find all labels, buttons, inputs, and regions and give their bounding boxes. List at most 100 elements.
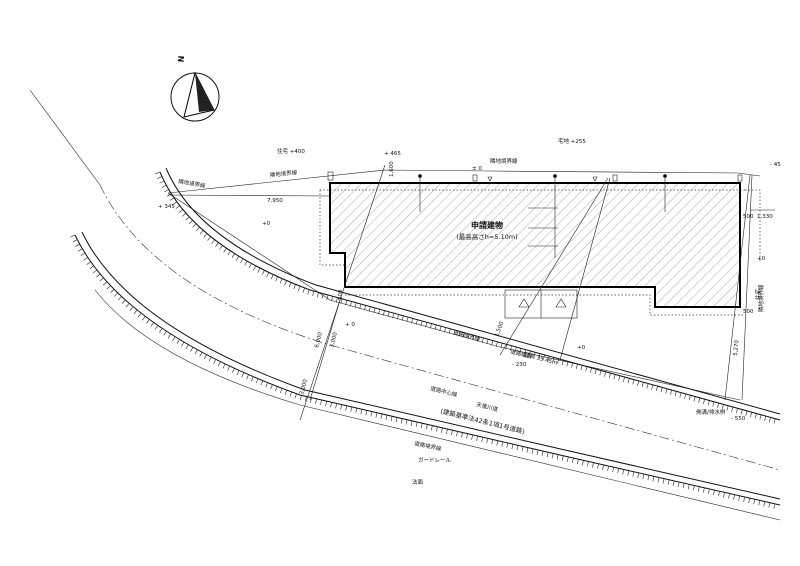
edge-tick — [670, 389, 673, 395]
edge-tick — [163, 330, 167, 336]
edge-tick — [345, 300, 348, 306]
level-m230: - 230 — [512, 362, 527, 368]
edge-tick — [420, 320, 423, 326]
edge-tick — [110, 289, 115, 293]
edge-tick — [215, 242, 219, 247]
edge-tick — [587, 461, 589, 467]
edge-tick — [320, 399, 322, 405]
edge-tick — [155, 171, 161, 175]
edge-tick — [750, 412, 753, 418]
edge-tick — [657, 477, 660, 483]
edge-tick — [647, 475, 650, 481]
edge-tick — [679, 392, 682, 398]
edge-tick — [355, 408, 358, 414]
edge-tick — [185, 216, 190, 221]
edge-tick — [571, 457, 574, 463]
edge-tick — [429, 323, 432, 329]
dim-7950: 7,950 — [267, 198, 283, 204]
edge-tick — [599, 370, 602, 376]
edge-tick — [188, 220, 193, 224]
edge-tick — [190, 347, 194, 352]
edge-tick — [129, 306, 134, 311]
edge-tick — [368, 306, 371, 312]
north-boundary-line — [167, 169, 761, 194]
dim-500a: 500 — [743, 214, 754, 220]
label-house-left: 住宅 +400 — [277, 147, 305, 155]
edge-tick — [580, 365, 583, 371]
edge-tick — [117, 296, 122, 301]
edge-tick — [231, 253, 235, 258]
edge-tick — [70, 234, 76, 238]
edge-tick — [385, 415, 388, 421]
label-road-name: 天竜川道 — [476, 400, 500, 413]
edge-tick — [723, 492, 725, 498]
edge-tick — [627, 470, 630, 476]
edge-tick — [146, 319, 150, 324]
dim-1500: 1,500 — [494, 320, 505, 337]
edge-tick — [248, 263, 252, 269]
edge-tick — [557, 358, 560, 364]
dim-leader-5 — [724, 174, 751, 401]
dimension-lines — [299, 164, 775, 421]
edge-tick — [608, 373, 611, 379]
edge-tick — [672, 480, 675, 486]
edge-tick — [227, 250, 231, 256]
edge-tick — [178, 209, 183, 213]
north-arrow: N — [170, 55, 220, 122]
edge-tick — [754, 413, 757, 419]
edge-tick — [740, 409, 743, 415]
edge-tick — [439, 326, 442, 332]
label-house-far-right: 住宅 - — [754, 285, 762, 300]
edge-tick — [698, 397, 701, 403]
edge-tick — [597, 463, 599, 469]
edge-tick — [199, 230, 204, 235]
edge-tick — [345, 405, 348, 411]
edge-tick — [444, 327, 447, 333]
edge-tick — [235, 255, 240, 261]
edge-tick — [261, 270, 265, 275]
edge-tick — [546, 452, 549, 458]
level-465: + 465 — [384, 151, 401, 157]
edge-tick — [506, 442, 509, 448]
building-markers — [327, 171, 743, 258]
dim-6000: 6,000 — [314, 331, 324, 348]
dim-500b: 500 — [743, 309, 754, 315]
edge-tick — [182, 212, 187, 217]
edge-tick — [627, 378, 630, 384]
edge-tick — [707, 400, 710, 406]
edge-tick — [86, 261, 91, 265]
edge-tick — [365, 410, 368, 416]
edge-tick — [637, 472, 640, 478]
level-marks: + 345 + 465 +0 + 0 +0 +0 - 45 - 230 - 55… — [158, 151, 781, 422]
level-m45: - 45 — [770, 162, 781, 168]
edge-tick — [255, 378, 259, 384]
edge-tick — [176, 339, 180, 344]
edge-tick — [582, 460, 584, 466]
level-345: + 345 — [158, 204, 175, 210]
edge-tick — [302, 287, 305, 293]
edge-tick — [651, 384, 654, 390]
edge-tick — [257, 267, 261, 273]
edge-tick — [773, 503, 776, 509]
edge-tick — [434, 324, 437, 330]
edge-tick — [103, 281, 108, 286]
edge-tick — [519, 348, 522, 354]
edge-tick — [89, 265, 94, 270]
road-centerline — [99, 184, 781, 471]
edge-tick — [354, 302, 357, 308]
edge-tick — [505, 344, 508, 350]
edge-tick — [310, 397, 312, 403]
edge-tick — [406, 317, 409, 323]
slope-line — [94, 289, 781, 521]
edge-tick — [172, 336, 176, 342]
edge-tick — [150, 322, 154, 327]
dim-3000: 3,000 — [329, 331, 339, 348]
edge-tick — [375, 412, 378, 418]
edge-tick — [594, 369, 597, 375]
edge-tick — [227, 365, 231, 371]
edge-tick — [646, 383, 649, 389]
edge-tick — [232, 368, 235, 373]
dim-5270: 5,270 — [733, 339, 740, 356]
edge-tick — [204, 354, 207, 360]
edge-tick — [213, 359, 217, 364]
